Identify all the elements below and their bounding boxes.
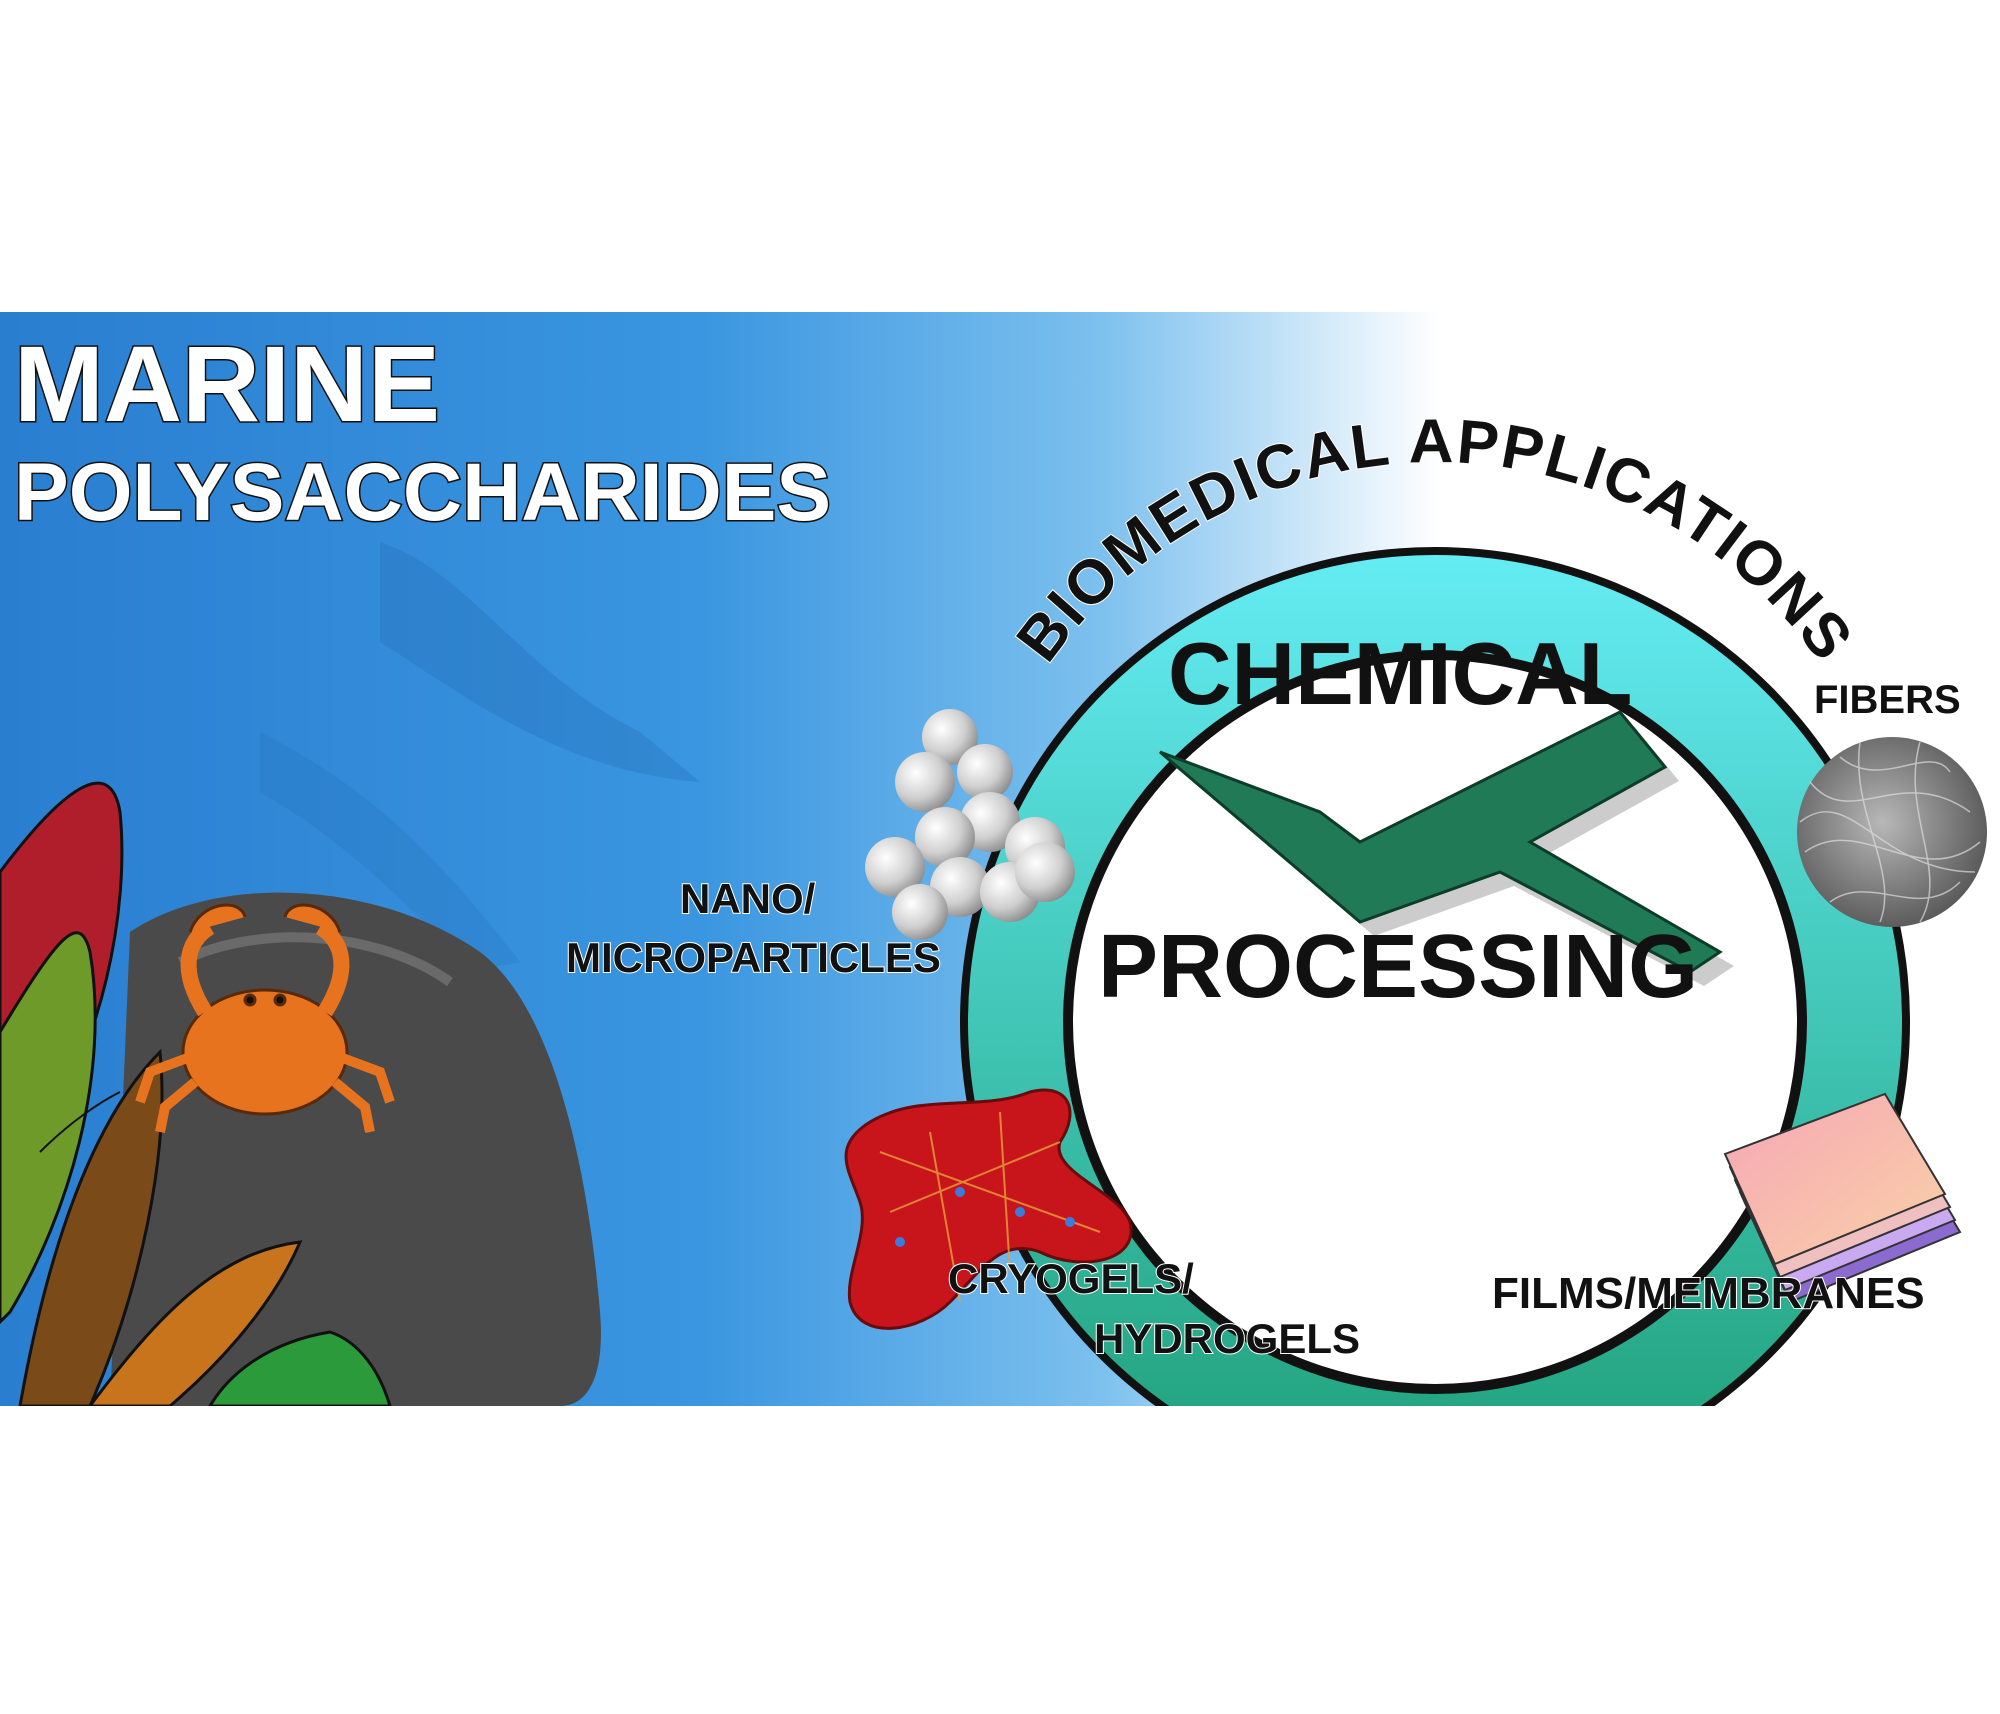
fiber-mesh-icon [1797,737,1987,927]
hydrogel-icon [844,1088,1133,1330]
gels-label-line1: CRYOGELS/ [947,1255,1195,1302]
fibers-label: FIBERS [1813,678,1962,722]
particles-label-line2: MICROPARTICLES [565,934,942,981]
polymer-chain-icon [1159,710,1734,986]
processing-label: PROCESSING [1098,917,1699,1017]
seaweed-icon [0,781,392,1406]
chemical-label: CHEMICAL [1168,624,1633,723]
graphical-abstract: BIOMEDICAL APPLICATIONS [0,312,2000,1406]
title-polysaccharides: POLYSACCHARIDES [12,447,832,538]
films-label: FILMS/MEMBRANES [1491,1269,1926,1318]
crab-icon [135,903,395,1133]
particles-label-line1: NANO/ [679,875,816,922]
particles-icon [865,709,1075,940]
scene: BIOMEDICAL APPLICATIONS [0,312,2000,1406]
processing-ring [960,547,1910,1406]
film-stack-icon [1723,1092,1962,1304]
title-marine: MARINE [13,323,442,444]
gels-label-line2: HYDROGELS [1093,1315,1361,1362]
